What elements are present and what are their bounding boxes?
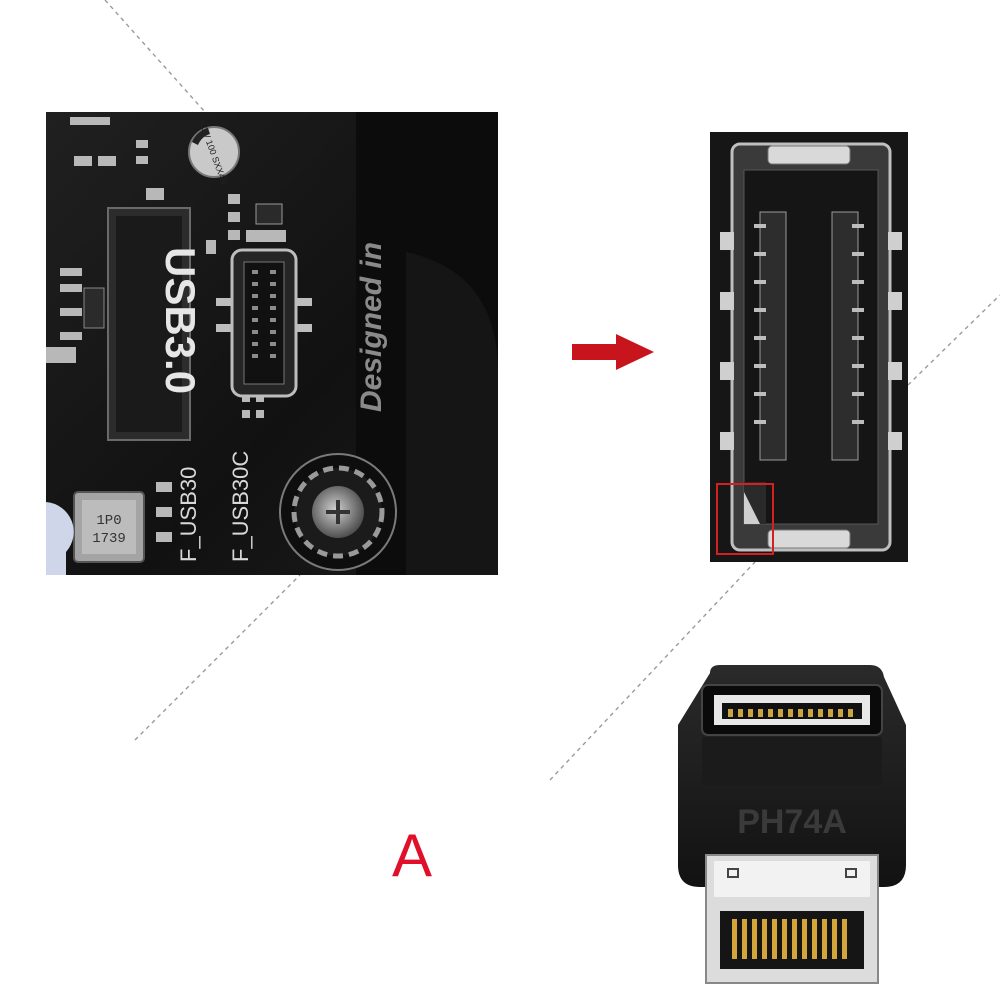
- inductor-line1: 1P0: [96, 513, 121, 529]
- guide-line-left: [134, 574, 301, 741]
- designed-in-text: Designed in: [355, 242, 388, 412]
- silk-f-usb30c: F_USB30C: [228, 451, 253, 562]
- variant-label: A: [392, 822, 433, 889]
- motherboard-photo: 6.3V 100 SXX4B USB3.0 F_USB30 F_USB30C D…: [46, 112, 498, 575]
- silk-f-usb30: F_USB30: [176, 467, 201, 562]
- guide-line-top-left: [104, 0, 206, 113]
- header-closeup-photo: [710, 132, 908, 562]
- guide-line-right-upper: [907, 294, 1000, 386]
- usb30-header-label: USB3.0: [157, 247, 204, 394]
- highlight-box: [716, 483, 774, 555]
- adapter-photo: PH74A: [670, 665, 915, 985]
- arrow-right-icon: [572, 334, 654, 370]
- guide-line-center: [549, 561, 756, 781]
- inductor-line2: 1739: [92, 531, 126, 547]
- adapter-model-text: PH74A: [737, 803, 847, 841]
